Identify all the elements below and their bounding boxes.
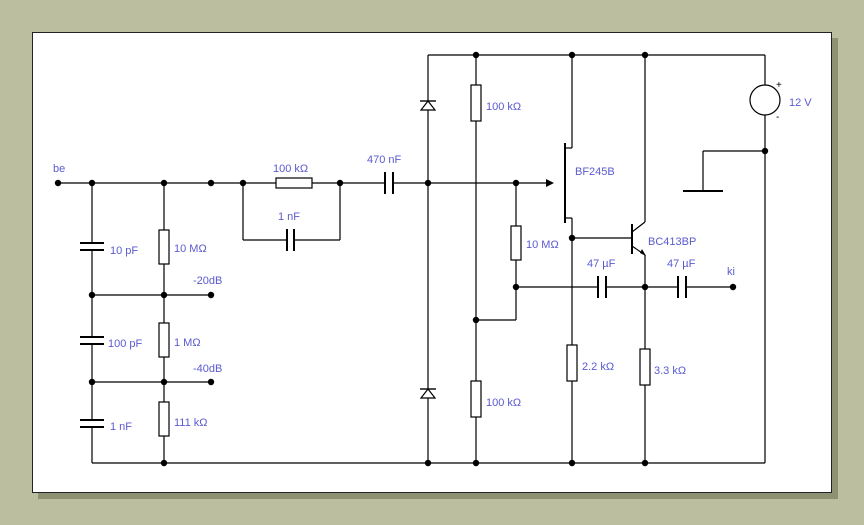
- voltage-source-12v: + -: [749, 80, 782, 123]
- diode-top: [419, 100, 437, 111]
- capacitor-47uf-2: [677, 276, 687, 298]
- resistor-3k3: [639, 348, 651, 386]
- label-r-100k-top: 100 kΩ: [486, 101, 521, 113]
- input-terminal: [54, 179, 62, 187]
- resistor-111k: [158, 401, 170, 437]
- tap-20db-label: -20dB: [193, 275, 222, 287]
- label-r-111k: 111 kΩ: [174, 417, 208, 429]
- label-c-47uf-1: 47 µF: [587, 258, 616, 270]
- output-label: ki: [727, 266, 735, 278]
- label-c-1nf-bypass: 1 nF: [278, 211, 300, 223]
- label-q2: BC413BP: [648, 236, 696, 248]
- label-r-1m: 1 MΩ: [174, 337, 201, 349]
- capacitor-10pf: [80, 242, 104, 251]
- label-supply: 12 V: [789, 97, 812, 109]
- label-c-1nf-attenuator: 1 nF: [110, 421, 132, 433]
- label-r-10m-gate: 10 MΩ: [526, 239, 559, 251]
- capacitor-1nf-bypass: [286, 229, 295, 251]
- capacitor-470nf: [384, 172, 394, 194]
- resistor-2k2: [566, 344, 578, 382]
- label-c-470nf: 470 nF: [367, 154, 402, 166]
- capacitor-1nf-attenuator: [80, 419, 104, 428]
- capacitor-47uf-1: [597, 276, 607, 298]
- resistor-100k-series: [275, 177, 313, 189]
- capacitor-100pf: [80, 336, 104, 345]
- supply-plus-sign: +: [776, 80, 782, 91]
- tap-40db-label: -40dB: [193, 363, 222, 375]
- jfet-bf245b: [546, 143, 566, 223]
- junctions: [54, 51, 769, 467]
- resistor-10m-attenuator: [158, 229, 170, 265]
- resistors: [158, 84, 651, 437]
- input-label: be: [53, 163, 65, 175]
- label-c-47uf-2: 47 µF: [667, 258, 696, 270]
- output-terminal: [729, 283, 737, 291]
- label-c-100pf: 100 pF: [108, 338, 143, 350]
- label-q1: BF245B: [575, 166, 615, 178]
- label-r-10m-attenuator: 10 MΩ: [174, 243, 207, 255]
- bjt-bc413bp: [631, 221, 646, 256]
- capacitors: [80, 172, 687, 428]
- resistor-10m-gate: [510, 225, 522, 261]
- resistor-1m: [158, 322, 170, 358]
- label-r-2k2: 2.2 kΩ: [582, 361, 614, 373]
- label-c-10pf: 10 pF: [110, 245, 138, 257]
- supply-minus-sign: -: [776, 112, 779, 123]
- labels: be ki -20dB -40dB 10 pF 100 pF 1 nF 10 M…: [53, 97, 812, 433]
- resistor-100k-bottom: [470, 380, 482, 418]
- label-r-100k-bottom: 100 kΩ: [486, 397, 521, 409]
- label-r-100k-series: 100 kΩ: [273, 163, 308, 175]
- label-r-3k3: 3.3 kΩ: [654, 365, 686, 377]
- resistor-100k-top: [470, 84, 482, 122]
- diode-bottom: [419, 388, 437, 399]
